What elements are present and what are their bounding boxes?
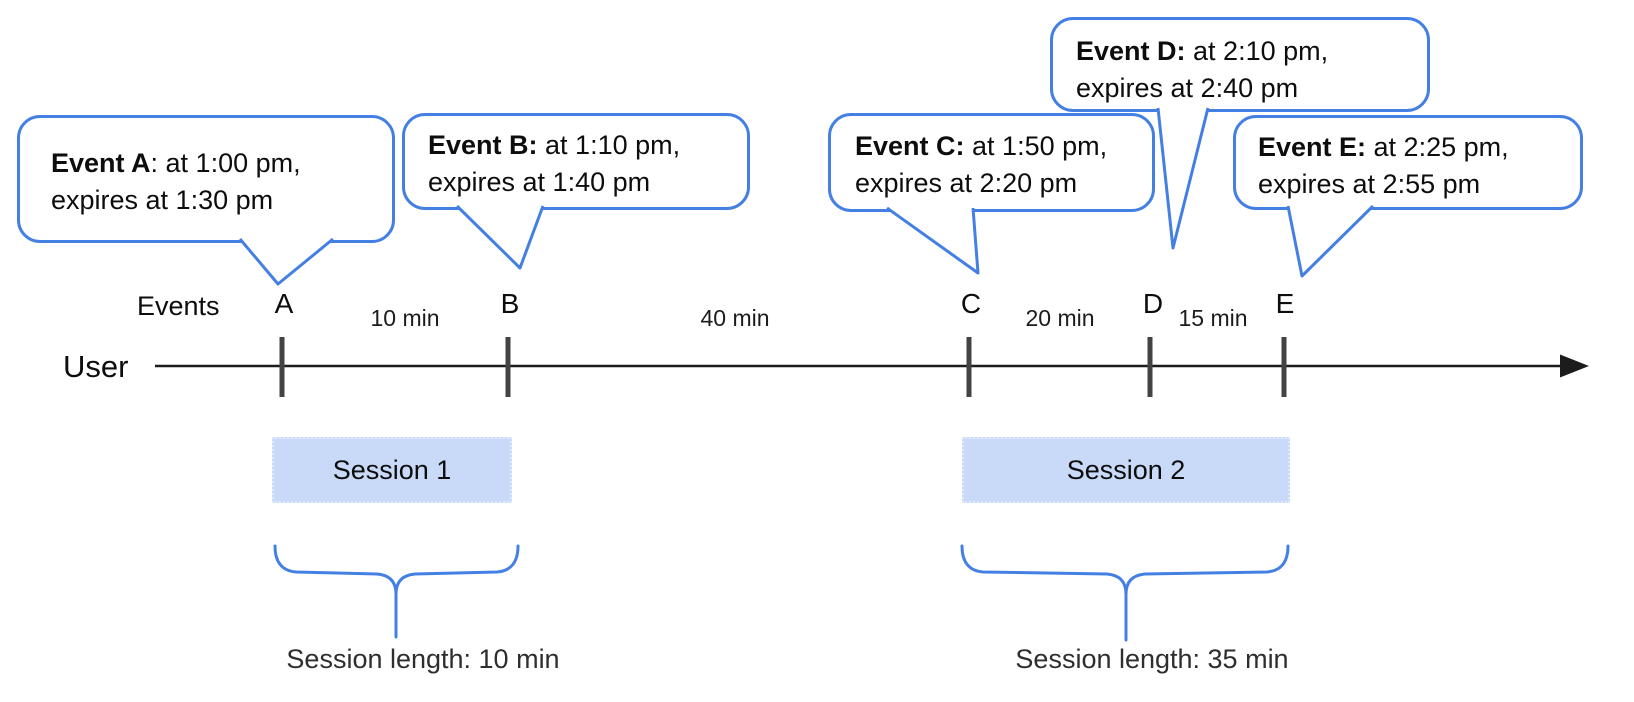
event-c-bubble: Event C: at 1:50 pm, expires at 2:20 pm: [828, 113, 1155, 212]
interval-label-b-c: 40 min: [700, 305, 770, 331]
tick-label-a: A: [274, 288, 294, 319]
tick-label-d: D: [1142, 288, 1164, 319]
event-d-line1: Event D: at 2:10 pm,: [1076, 33, 1419, 70]
session-1-box: Session 1: [272, 437, 512, 503]
event-b-line1: Event B: at 1:10 pm,: [428, 127, 739, 164]
tick-label-e: E: [1275, 288, 1295, 319]
event-d-bubble-tail: [1156, 107, 1210, 250]
event-b-time: at 1:10 pm,: [537, 130, 681, 160]
event-e-line1: Event E: at 2:25 pm,: [1258, 129, 1572, 166]
event-b-expiry: expires at 1:40 pm: [428, 167, 651, 197]
tick-label-c: C: [960, 288, 982, 319]
event-c-time: at 1:50 pm,: [964, 131, 1108, 161]
tick-label-b: B: [500, 288, 520, 319]
event-a-time: : at 1:00 pm,: [150, 148, 301, 178]
session-1-length-label: Session length: 10 min: [286, 644, 560, 674]
event-a-bubble: Event A: at 1:00 pm, expires at 1:30 pm: [17, 115, 395, 243]
event-e-name: Event E:: [1258, 132, 1367, 162]
event-c-bubble-tail: [886, 206, 980, 275]
session-2-box: Session 2: [962, 437, 1290, 503]
event-a-bubble-tail: [238, 237, 334, 286]
event-a-expiry: expires at 1:30 pm: [51, 185, 274, 215]
events-axis-label: Events: [137, 291, 220, 321]
session-2-brace: [960, 544, 1290, 642]
event-d-name: Event D:: [1076, 36, 1186, 66]
interval-label-c-d: 20 min: [1025, 305, 1095, 331]
event-e-bubble-tail: [1286, 204, 1375, 278]
session-1-brace: [273, 544, 520, 639]
timeline-arrowhead-icon: [1560, 354, 1589, 378]
event-e-time: at 2:25 pm,: [1366, 132, 1509, 162]
event-a-line1: Event A: at 1:00 pm,: [51, 145, 384, 182]
event-c-name: Event C:: [855, 131, 965, 161]
user-axis-label: User: [63, 349, 129, 384]
event-d-bubble: Event D: at 2:10 pm, expires at 2:40 pm: [1050, 17, 1430, 112]
session-2-length-label: Session length: 35 min: [1015, 644, 1289, 674]
event-c-line1: Event C: at 1:50 pm,: [855, 128, 1144, 165]
event-b-bubble-tail: [455, 204, 545, 270]
interval-label-d-e: 15 min: [1178, 305, 1248, 331]
event-d-expiry: expires at 2:40 pm: [1076, 73, 1299, 103]
event-a-name: Event A: [51, 148, 151, 178]
event-c-expiry: expires at 2:20 pm: [855, 168, 1078, 198]
event-e-expiry: expires at 2:55 pm: [1258, 169, 1481, 199]
event-e-bubble: Event E: at 2:25 pm, expires at 2:55 pm: [1233, 115, 1583, 210]
interval-label-a-b: 10 min: [370, 305, 440, 331]
event-d-time: at 2:10 pm,: [1185, 36, 1329, 66]
session-1-label: Session 1: [332, 454, 452, 485]
session-2-label: Session 2: [1066, 454, 1186, 485]
event-b-bubble: Event B: at 1:10 pm, expires at 1:40 pm: [402, 113, 750, 210]
event-b-name: Event B:: [428, 130, 538, 160]
